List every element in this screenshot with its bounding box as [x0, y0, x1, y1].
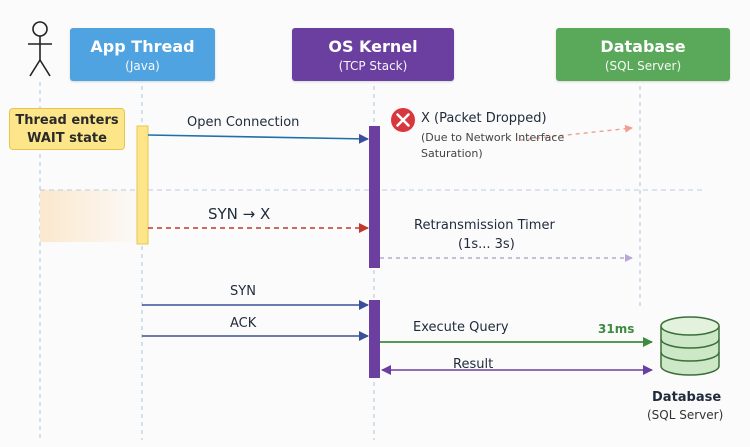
participant-subtitle: (SQL Server)	[604, 59, 682, 73]
x-icon	[391, 108, 415, 132]
result-label: Result	[453, 357, 494, 372]
participant-title: Database	[600, 37, 686, 56]
participant-database: Database (SQL Server)	[556, 28, 730, 81]
app-activation	[136, 125, 149, 245]
note-line-1: Thread enters	[15, 113, 119, 128]
retransmission-range-label: (1s... 3s)	[458, 237, 515, 252]
query-time-label: 31ms	[598, 322, 635, 336]
database-icon-subtitle: (SQL Server)	[647, 408, 724, 422]
execute-query-label: Execute Query	[413, 320, 509, 335]
retransmission-label: Retransmission Timer	[414, 218, 555, 233]
note-line-2: WAIT state	[27, 131, 107, 146]
wait-band	[40, 190, 150, 242]
syn-label: SYN	[230, 284, 256, 299]
participant-subtitle: (TCP Stack)	[338, 59, 408, 73]
kernel-activation-1	[369, 126, 380, 268]
open-connection-label: Open Connection	[187, 115, 300, 130]
packet-dropped-detail-1: (Due to Network Interface	[421, 131, 565, 144]
database-icon-title: Database	[652, 390, 722, 405]
open-connection-arrow	[147, 133, 369, 144]
participant-subtitle: (Java)	[125, 59, 160, 73]
packet-dropped-detail-2: Saturation)	[421, 147, 483, 160]
participant-title: App Thread	[90, 37, 195, 56]
wait-state-note: Thread enters WAIT state	[9, 108, 125, 150]
packet-dropped-title: X (Packet Dropped)	[421, 111, 547, 126]
kernel-activation-2	[369, 300, 380, 378]
database-icon	[660, 316, 720, 376]
syn-x-label: SYN → X	[208, 205, 271, 223]
dropped-packet-arrow	[519, 124, 633, 141]
actor-icon	[28, 21, 52, 77]
participant-os-kernel: OS Kernel (TCP Stack)	[292, 28, 454, 81]
participant-title: OS Kernel	[328, 37, 418, 56]
participant-app-thread: App Thread (Java)	[70, 28, 215, 81]
ack-label: ACK	[230, 316, 257, 331]
